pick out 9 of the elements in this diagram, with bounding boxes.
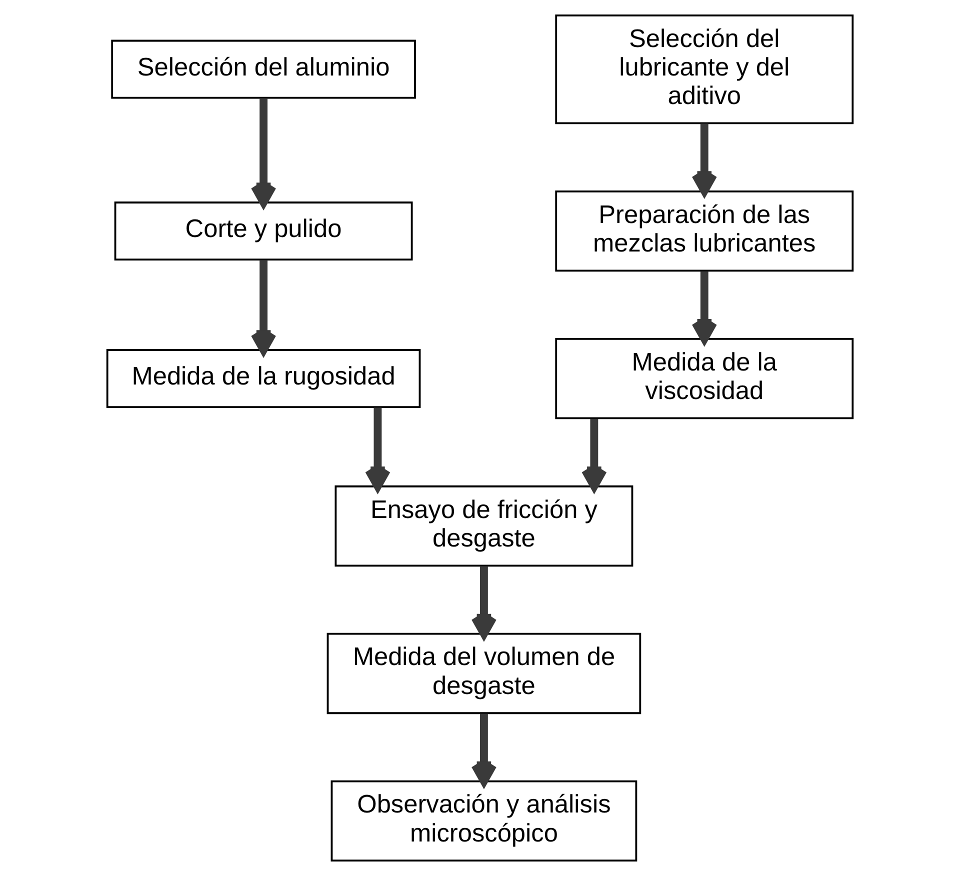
node-box: Medida de la viscosidad — [555, 337, 854, 419]
node-box: Selección del lubricante y del aditivo — [555, 14, 854, 124]
node-box: Medida del volumen de desgaste — [326, 632, 642, 714]
node-box: Observación y análisis microscópico — [330, 780, 638, 862]
node-box: Selección del aluminio — [111, 39, 416, 98]
node-box: Medida de la rugosidad — [106, 348, 421, 408]
node-box: Preparación de las mezclas lubricantes — [555, 190, 854, 272]
node-box: Corte y pulido — [114, 201, 413, 260]
node-box: Ensayo de fricción y desgaste — [334, 484, 634, 566]
